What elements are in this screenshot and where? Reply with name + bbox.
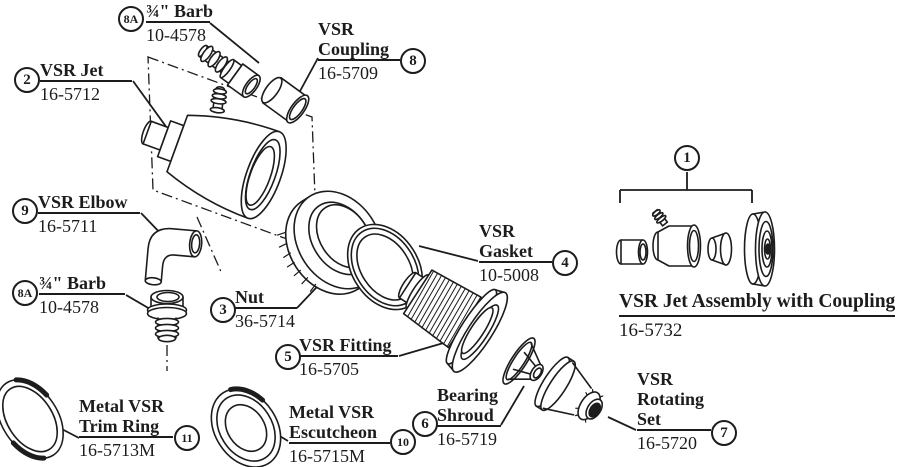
- part-label: VSR: [318, 19, 355, 39]
- callout-circle-7: 7: [711, 420, 737, 446]
- callout-number: 8A: [123, 11, 139, 26]
- part-label: Gasket: [479, 241, 533, 261]
- callout-circle-10: 10: [390, 429, 416, 455]
- bearing-shroud-drawing: [502, 337, 544, 385]
- callout-number: 5: [284, 348, 292, 365]
- callout-circle-6: 6: [412, 411, 438, 437]
- callout-circle-5: 5: [275, 344, 301, 370]
- barb-fitting-top-drawing: [197, 44, 261, 99]
- part-number: 16-5705: [299, 359, 359, 379]
- part-number: 16-5709: [318, 63, 378, 83]
- part-label: VSR: [479, 221, 516, 241]
- part-label: Metal VSR: [289, 402, 375, 422]
- callout-circle-4: 4: [552, 250, 578, 276]
- callout-circle-8a-top: 8A: [118, 6, 144, 32]
- callout-circle-8: 8: [400, 48, 426, 74]
- part-number: 16-5712: [40, 84, 100, 104]
- label-vsr-fitting: VSR Fitting 16-5705: [299, 335, 398, 379]
- vsr-coupling-drawing: [260, 76, 310, 124]
- jet-assembly-drawing: [615, 208, 776, 287]
- label-vsr-elbow: VSR Elbow 16-5711: [38, 192, 140, 236]
- part-label: Rotating: [637, 389, 704, 409]
- assembly-title: VSR Jet Assembly with Coupling: [619, 291, 896, 317]
- label-barb-bottom: ¾" Barb 10-4578: [39, 273, 125, 317]
- vsr-rotating-set-drawing: [534, 356, 604, 423]
- label-vsr-coupling: VSR Coupling 16-5709: [318, 19, 400, 83]
- vsr-elbow-drawing: [144, 227, 203, 286]
- callout-number: 1: [683, 149, 691, 166]
- part-label: VSR Elbow: [38, 192, 128, 212]
- callout-number: 7: [720, 424, 728, 441]
- label-metal-trim-ring: Metal VSR Trim Ring 16-5713M: [79, 396, 173, 460]
- callout-circle-2: 2: [14, 67, 40, 93]
- vsr-jet-drawing: [140, 86, 287, 220]
- part-number: 16-5711: [38, 216, 98, 236]
- assembly-title-block: VSR Jet Assembly with Coupling 16-5732: [619, 291, 896, 342]
- callout-circle-1: 1: [674, 145, 700, 171]
- vsr-fitting-drawing: [397, 269, 509, 373]
- callout-number: 8A: [17, 285, 33, 300]
- part-label: Metal VSR: [79, 396, 165, 416]
- part-number: 10-4578: [39, 297, 99, 317]
- part-label: Coupling: [318, 39, 390, 59]
- callout-circle-9: 9: [12, 198, 38, 224]
- callout-number: 9: [21, 202, 29, 219]
- callout-circle-8a-bottom: 8A: [12, 280, 38, 306]
- part-label: VSR Jet: [40, 60, 104, 80]
- assembly-bracket: [619, 172, 753, 203]
- part-number: 16-5720: [637, 433, 697, 453]
- label-metal-escutcheon: Metal VSR Escutcheon 16-5715M: [289, 402, 390, 466]
- metal-escutcheon-drawing: [210, 386, 282, 467]
- label-vsr-rotating-set: VSR Rotating Set 16-5720: [637, 369, 711, 453]
- leader-lines: [55, 22, 637, 442]
- part-number: 10-5008: [479, 265, 539, 285]
- part-label: ¾" Barb: [39, 273, 106, 293]
- callout-circle-3: 3: [210, 297, 236, 323]
- part-label: Trim Ring: [79, 416, 160, 436]
- callout-circle-11: 11: [174, 425, 200, 451]
- callout-number: 8: [409, 52, 417, 69]
- part-number: 16-5719: [437, 429, 497, 449]
- label-vsr-jet: VSR Jet 16-5712: [40, 60, 132, 104]
- callout-number: 10: [397, 434, 409, 449]
- label-vsr-gasket: VSR Gasket 10-5008: [479, 221, 552, 285]
- part-number: 16-5715M: [289, 446, 365, 466]
- part-label: Shroud: [437, 405, 494, 425]
- part-number: 16-5713M: [79, 440, 155, 460]
- part-label: Nut: [235, 287, 265, 307]
- label-nut: Nut 36-5714: [235, 287, 297, 331]
- callout-number: 11: [181, 430, 193, 445]
- part-label: VSR: [637, 369, 674, 389]
- metal-trim-ring-drawing: [0, 377, 64, 461]
- assembly-part-number: 16-5732: [619, 320, 683, 341]
- part-label: Bearing: [437, 385, 498, 405]
- barb-fitting-bottom-drawing: [146, 289, 188, 343]
- callout-number: 6: [421, 415, 429, 432]
- callout-number: 3: [219, 301, 227, 318]
- part-label: VSR Fitting: [299, 335, 392, 355]
- callout-number: 2: [23, 71, 31, 88]
- label-bearing-shroud: Bearing Shroud 16-5719: [437, 385, 501, 449]
- part-label: Set: [637, 409, 661, 429]
- part-label: Escutcheon: [289, 422, 378, 442]
- vsr-gasket-drawing: [346, 223, 424, 311]
- part-label: ¾" Barb: [146, 1, 213, 21]
- label-barb-top: ¾" Barb 10-4578: [146, 1, 213, 45]
- part-number: 10-4578: [146, 25, 206, 45]
- callout-number: 4: [561, 254, 569, 271]
- part-number: 36-5714: [235, 311, 295, 331]
